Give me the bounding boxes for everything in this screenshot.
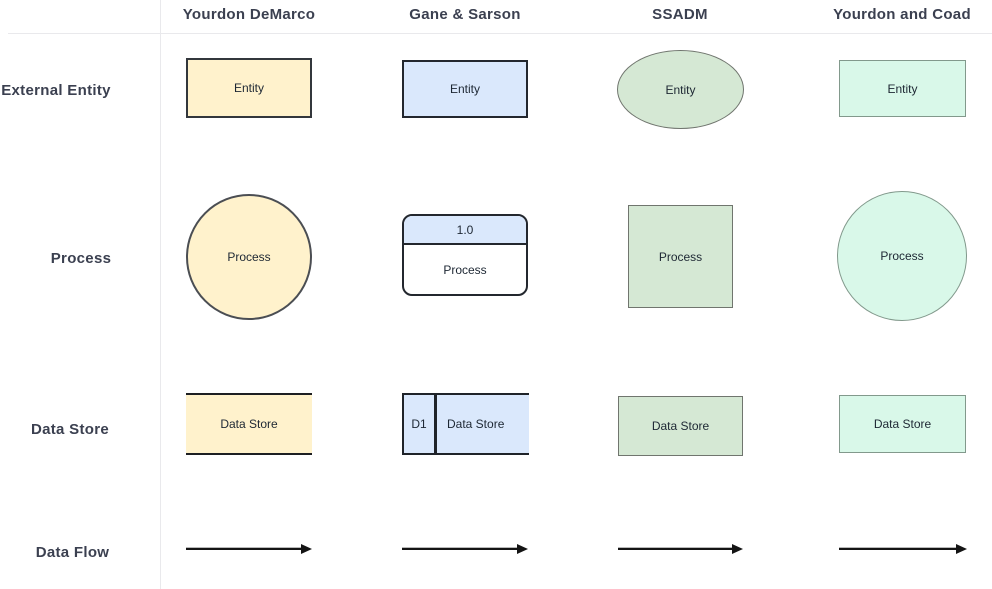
- yourdon-demarco-process-label: Process: [227, 250, 271, 264]
- gane-sarson-data-store-id-cell: D1: [404, 395, 437, 453]
- ssadm-entity-label: Entity: [665, 82, 696, 97]
- column-header-yourdon-coad: Yourdon and Coad: [833, 5, 971, 23]
- yourdon-demarco-data-store-label: Data Store: [220, 417, 278, 431]
- ssadm-data-flow-arrow: [618, 544, 743, 554]
- yourdon-coad-data-store-shape: Data Store: [839, 395, 966, 453]
- yourdon-coad-data-flow-arrow: [839, 544, 967, 554]
- yourdon-demarco-process-circle: Process: [186, 194, 312, 320]
- ssadm-process-label: Process: [658, 249, 703, 264]
- gane-sarson-entity-shape: Entity: [402, 60, 528, 118]
- row-label-data-store: Data Store: [30, 420, 110, 438]
- gane-sarson-entity-label: Entity: [449, 82, 480, 96]
- ssadm-entity-ellipse: Entity: [617, 50, 744, 129]
- yourdon-coad-entity-shape: Entity: [839, 60, 966, 117]
- gane-sarson-process-shape: 1.0 Process: [402, 214, 528, 296]
- yourdon-coad-process-label: Process: [880, 249, 924, 263]
- row-label-process: Process: [50, 249, 112, 267]
- yourdon-demarco-entity-label: Entity: [233, 81, 264, 95]
- gane-sarson-data-flow-arrow: [402, 544, 528, 554]
- yourdon-coad-data-store-label: Data Store: [873, 417, 932, 431]
- row-label-data-flow: Data Flow: [35, 543, 110, 561]
- column-header-gane-sarson: Gane & Sarson: [409, 5, 521, 23]
- gane-sarson-process-body: Process: [404, 245, 526, 294]
- gane-sarson-process-label: Process: [443, 262, 487, 277]
- column-header-yourdon-demarco: Yourdon DeMarco: [182, 5, 316, 23]
- gane-sarson-process-number-label: 1.0: [456, 222, 474, 237]
- header-divider-line: [8, 33, 992, 34]
- gane-sarson-data-store-body: Data Store: [437, 417, 529, 431]
- yourdon-coad-entity-label: Entity: [887, 81, 918, 96]
- ssadm-data-store-label: Data Store: [651, 419, 710, 433]
- row-label-external-entity: External Entity: [1, 81, 111, 99]
- gane-sarson-data-store-shape: D1 Data Store: [402, 393, 529, 455]
- column-header-ssadm: SSADM: [652, 5, 708, 23]
- gane-sarson-process-number-band: 1.0: [404, 216, 526, 245]
- ssadm-data-store-shape: Data Store: [618, 396, 743, 456]
- yourdon-coad-process-circle: Process: [837, 191, 967, 321]
- yourdon-demarco-entity-shape: Entity: [186, 58, 312, 118]
- gane-sarson-data-store-label: Data Store: [447, 417, 505, 431]
- ssadm-process-square: Process: [628, 205, 733, 308]
- yourdon-demarco-data-flow-arrow: [186, 544, 312, 554]
- gane-sarson-data-store-id-label: D1: [411, 417, 427, 431]
- row-label-divider-line: [160, 0, 161, 589]
- yourdon-demarco-data-store-shape: Data Store: [186, 393, 312, 455]
